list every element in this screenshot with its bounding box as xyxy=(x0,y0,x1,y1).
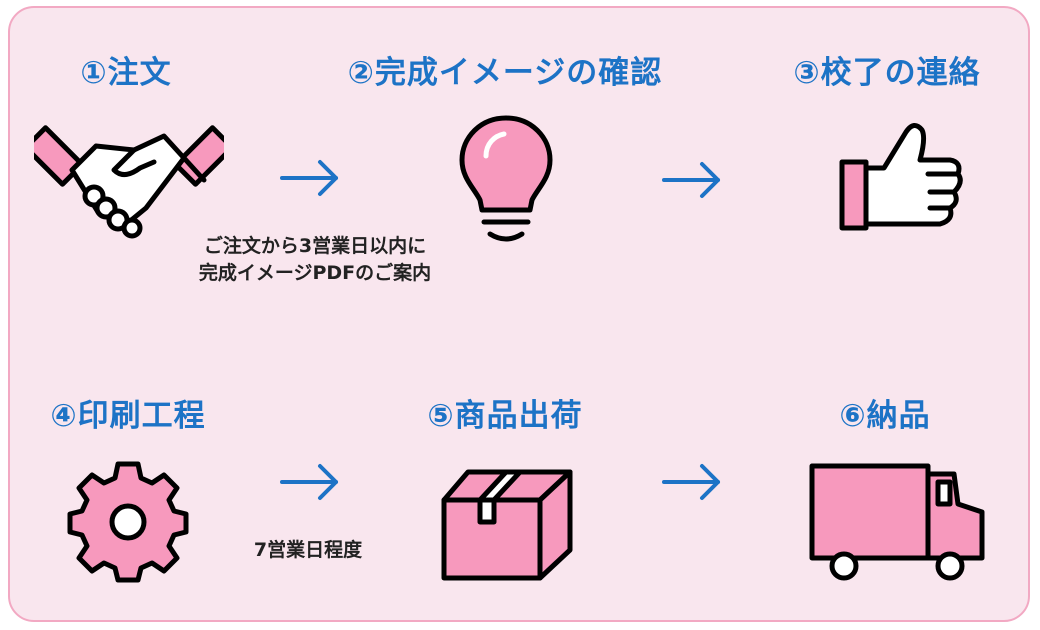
step-title-delivery: ⑥納品 xyxy=(839,398,931,434)
handshake-icon xyxy=(34,125,224,239)
note-order-line2: 完成イメージPDFのご案内 xyxy=(198,262,432,284)
step-title-order: ①注文 xyxy=(80,55,172,91)
truck-icon xyxy=(809,463,985,581)
arrow-1 xyxy=(280,160,338,196)
box-icon xyxy=(441,469,573,581)
arrow-3 xyxy=(280,464,338,500)
gear-icon xyxy=(67,461,189,583)
arrow-2 xyxy=(662,162,720,198)
step-title-shipping: ⑤商品出荷 xyxy=(427,398,583,434)
note-printing: 7営業日程度 xyxy=(253,539,363,561)
note-order-line1: ご注文から3営業日以内に xyxy=(203,235,427,257)
step-title-confirm: ②完成イメージの確認 xyxy=(347,55,663,91)
thumbs-up-icon xyxy=(839,123,963,231)
lightbulb-icon xyxy=(459,115,553,242)
step-title-printing: ④印刷工程 xyxy=(50,398,206,434)
step-title-proof-complete: ③校了の連絡 xyxy=(793,55,981,91)
arrow-4 xyxy=(662,464,720,500)
